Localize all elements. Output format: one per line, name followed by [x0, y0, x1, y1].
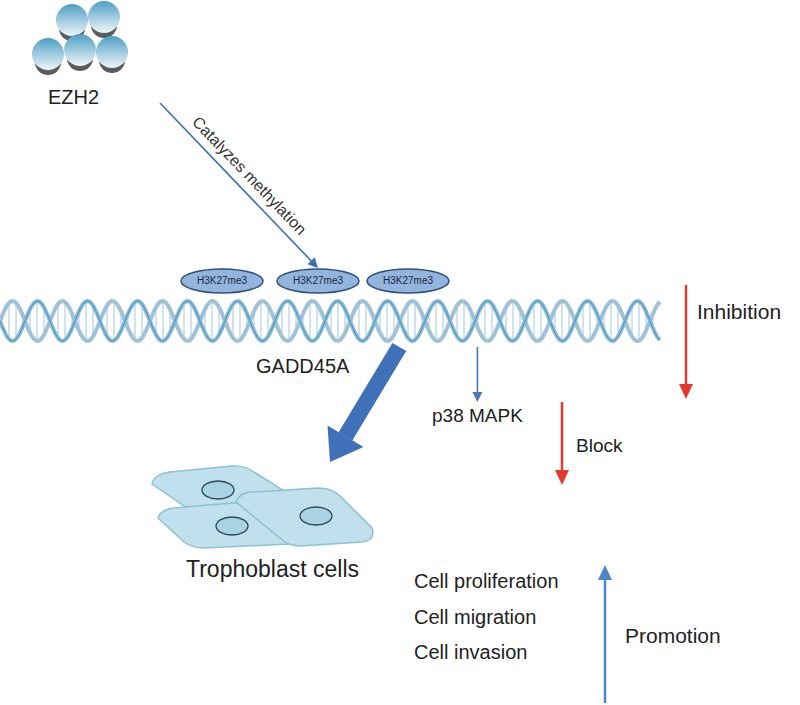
node-text: H3K27me3: [293, 275, 343, 287]
effect-label: Inhibition: [697, 300, 781, 324]
methylation-arrow: [160, 103, 318, 268]
outcome-label: Cell invasion: [414, 641, 527, 664]
node-text: Trophoblast cells: [186, 556, 359, 582]
effect-label: Block: [576, 435, 622, 457]
histone-mark: H3K27me3: [180, 268, 264, 294]
effect-label: Promotion: [625, 624, 721, 648]
pathway-label: p38 MAPK: [428, 402, 527, 430]
promotion-arrow: [598, 565, 612, 703]
node-text: H3K27me3: [383, 275, 433, 287]
node-text: H3K27me3: [197, 275, 247, 287]
node-text: GADD45A: [256, 355, 349, 378]
signal-arrow: [472, 347, 482, 402]
inhibition-arrow: [679, 285, 693, 399]
dna-illustration: [0, 295, 660, 347]
node-text: p38 MAPK: [432, 405, 523, 427]
block-arrow: [555, 402, 569, 485]
outcome-label: Cell migration: [414, 606, 536, 629]
dna-helix: GADD45A: [0, 295, 660, 347]
outcome-label: Cell proliferation: [414, 570, 559, 593]
histone-mark: H3K27me3: [366, 268, 450, 294]
node-text: EZH2: [48, 86, 99, 109]
enzyme-cluster: EZH2: [20, 0, 160, 112]
edge-label: Catalyzes methylation: [188, 113, 310, 239]
histone-mark: H3K27me3: [276, 268, 360, 294]
cell-group: Trophoblast cells: [140, 462, 390, 590]
